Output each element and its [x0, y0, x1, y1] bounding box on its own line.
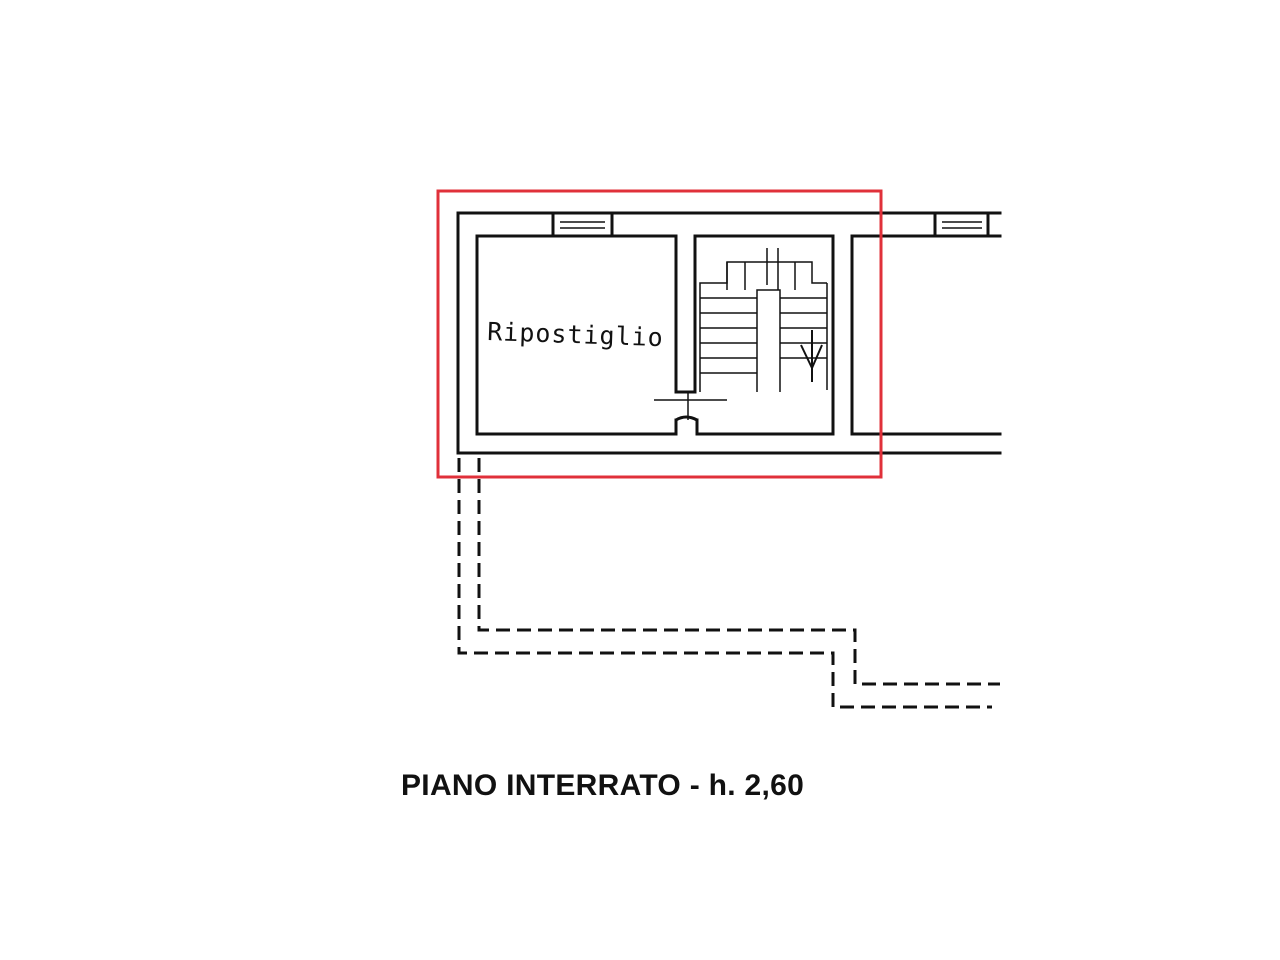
- dashed-outline-below: [457, 458, 1000, 709]
- plan-caption: PIANO INTERRATO - h. 2,60: [401, 769, 805, 802]
- room-label-ripostiglio: Ripostiglio: [487, 317, 664, 352]
- arrow-down-icon: [800, 330, 823, 382]
- windows: [551, 211, 990, 238]
- door-opening: [654, 392, 727, 422]
- window-top-right: [933, 211, 990, 238]
- highlight-frame: [436, 189, 883, 479]
- stair-treads: [699, 248, 828, 392]
- window-top-left: [551, 211, 614, 238]
- plan-walls: [456, 211, 1002, 455]
